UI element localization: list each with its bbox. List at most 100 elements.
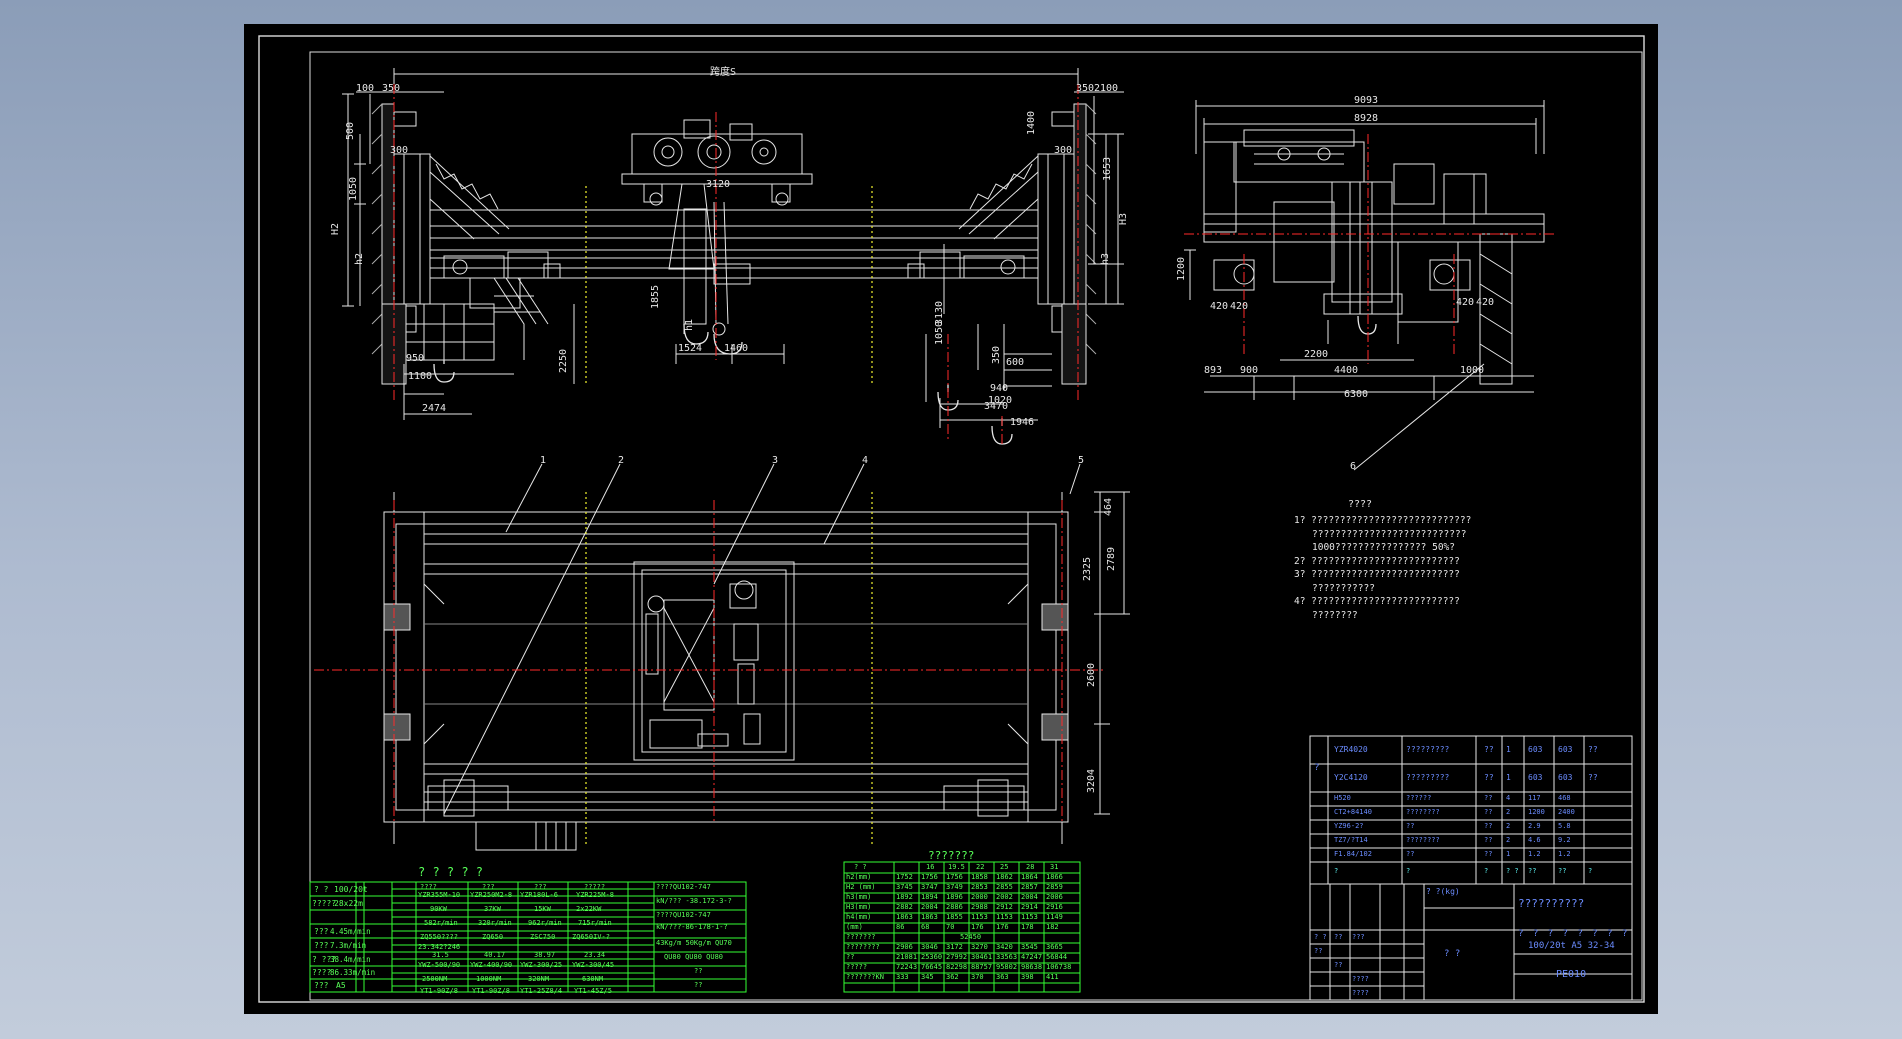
param-label: ? ? [314,885,329,894]
wheel-cell: 1153 [996,913,1013,921]
param-cell: 2x22KW [576,905,602,913]
wheel-table-grid [843,861,1081,993]
param-cell: YWZ-500/90 [418,961,461,969]
wheel-cell: 3420 [996,943,1013,951]
title-block-cell: ???? [1352,975,1369,983]
dim-text: 2250 [558,348,570,374]
part-cell: 603 [1558,773,1573,782]
wheel-header: 25 [1000,863,1009,871]
param-cell: ZSC750 [530,933,556,941]
part-cell: 1.2 [1528,850,1541,858]
callout-number: 6 [1350,461,1357,472]
dim-text: 420 [1456,297,1475,308]
plan-view [383,463,1130,851]
part-cell: ? [1484,867,1489,875]
param-cell: ZQ650 [482,933,504,941]
wheel-header: 22 [976,863,985,871]
param-cell: YWZ-300/25 [520,961,563,969]
wheel-cell: 106738 [1046,963,1072,971]
dim-text: 1020 [988,395,1013,406]
note-line: ??????????????????????????? [1312,528,1467,540]
param-label: ? ??? [312,955,337,964]
dim-text: 2200 [1304,349,1329,360]
parts-list-grid [1309,735,1633,1001]
part-cell: 1 [1506,850,1511,858]
part-cell: ?? [1484,794,1493,802]
dim-text: 300 [1054,145,1073,156]
wheel-header: 19.5 [948,863,965,871]
side-view-centerlines [393,84,1079,444]
param-cell: 320NM [528,975,550,983]
part-cell: 2 [1506,836,1511,844]
wheel-cell: 370 [971,973,984,981]
end-elevation-view [1184,100,1545,471]
wheel-cell: 2914 [1021,903,1038,911]
company-name: ?????????? [1518,897,1585,910]
part-cell: ?? [1588,745,1598,754]
dim-text: 6300 [1344,389,1369,400]
part-cell: 2 [1506,808,1511,816]
wheel-cell: 1896 [946,893,963,901]
title-block-cell: ?? [1334,933,1343,941]
param-cell: YZR180L-6 [520,891,558,899]
part-code: Y2C4120 [1334,773,1368,782]
param-label: ???? [312,968,332,977]
dim-text: 1050 [348,176,360,202]
dim-text: 100 [356,83,375,94]
wheel-cell: 1149 [1046,913,1063,921]
wheel-cell: 3270 [971,943,988,951]
param-value: 28x22m [334,899,363,908]
dim-text: 1050 [934,320,946,346]
callout-number: 1 [540,455,547,466]
wheel-cell: 3749 [946,883,963,891]
wheel-row-label: H3(mm) [846,903,872,911]
part-code: H520 [1334,794,1351,802]
part-cell: ?????? [1406,794,1432,802]
part-cell: ????????? [1406,773,1450,782]
span-label: 跨度S [710,67,737,78]
part-cell: 468 [1558,794,1571,802]
part-cell: 1200 [1528,808,1545,816]
dim-text: 2100 [1094,83,1119,94]
part-cell: ? [1406,867,1411,875]
wheel-cell: 362 [946,973,959,981]
wheel-cell: 363 [996,973,1009,981]
notes-title: ???? [1348,499,1373,510]
wheel-cell: 2882 [896,903,913,911]
param-header: ??? [534,883,547,891]
param-cell: 320r/min [478,919,512,927]
dim-text: 950 [406,353,425,364]
param-cell: 2500NM [422,975,448,983]
dim-text: 893 [1204,365,1223,376]
param-value: 100/20t [334,885,368,894]
param-cell: 715r/min [578,919,612,927]
param-header: ????? [584,883,606,891]
part-code: YZ96-2? [1334,822,1364,830]
wheel-cell: 21081 [896,953,918,961]
wheel-row-label: ??????? [846,933,876,941]
param-header: ??? [482,883,495,891]
part-cell: ?? [1484,836,1493,844]
part-cell: 2 [1506,822,1511,830]
wheel-cell: 2916 [1046,903,1063,911]
dim-text: 420 [1210,301,1229,312]
dim-text: 350 [382,83,401,94]
wheel-cell: 30461 [971,953,993,961]
wheel-cell: 82298 [946,963,968,971]
dim-text: 350 [991,345,1003,365]
wheel-cell: 1858 [971,873,988,881]
part-code: YZR4020 [1334,745,1368,754]
part-cell: ?? [1484,745,1494,754]
drawing-number: PE010 [1556,969,1587,980]
param-value: 7.3m/min [330,941,367,950]
param-cell: YT1-90Z/8 [472,987,510,995]
param-value: 86.33m/min [330,968,376,977]
wheel-cell: 411 [1046,973,1059,981]
wheel-cell: 1752 [896,873,913,881]
dim-text: h2 [354,252,366,266]
param-cell: ????QU102-747 [656,911,711,919]
wheel-cell: 2004 [1021,893,1038,901]
param-cell: 1000NM [476,975,502,983]
dim-text: 3204 [1086,768,1098,794]
wheel-cell: 1862 [996,873,1013,881]
